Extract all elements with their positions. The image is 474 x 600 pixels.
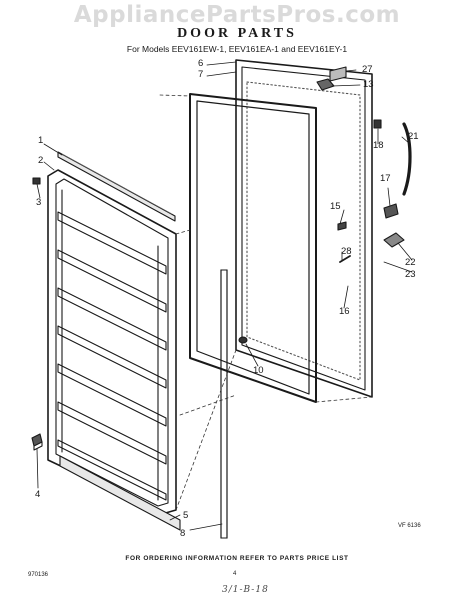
callout-17: 17 [380,173,391,184]
figure-code: VF 6136 [398,523,421,529]
part-10-plug [238,336,248,344]
part-13-bracket [316,66,347,91]
part-15-screw [337,221,347,231]
callout-27: 27 [362,64,373,75]
callout-2: 2 [38,155,44,166]
callout-5: 5 [183,510,189,521]
bottom-trim [59,455,181,531]
callout-4: 4 [35,489,41,500]
top-trim-strip [57,151,176,222]
page-number: 4 [233,571,237,577]
part-18-clip [373,119,382,129]
part-3-clip [32,177,41,185]
document-code: 970136 [28,572,49,578]
part-28-rod [339,255,351,263]
callout-22: 22 [405,257,416,268]
watermark-text: AppliancePartsPros.com [73,2,401,28]
callout-16: 16 [339,306,350,317]
model-list: For Models EEV161EW-1, EEV161EA-1 and EE… [126,44,348,54]
callout-10: 10 [253,365,264,376]
callout-8: 8 [180,528,186,539]
callout-6: 6 [198,58,204,69]
part-21-handle [402,122,412,196]
ordering-note: FOR ORDERING INFORMATION REFER TO PARTS … [125,555,349,562]
page-title: DOOR PARTS [177,26,297,41]
outer-door-panel [235,59,373,398]
projection-lines [159,94,373,511]
callout-18: 18 [373,140,384,151]
callout-15: 15 [330,201,341,212]
part-22-hinge [383,232,405,248]
callout-28: 28 [341,246,352,257]
callout-3: 3 [36,197,42,208]
handwritten-note: 3/1-B-18 [222,585,269,595]
leader-lines [36,61,413,531]
callout-7: 7 [198,69,204,80]
part-4-cap [31,433,43,451]
vertical-strip [220,269,228,539]
callout-13: 13 [363,79,374,90]
part-17-latch [383,203,399,219]
callout-23: 23 [405,269,416,280]
callout-1: 1 [38,135,44,146]
callout-21: 21 [408,131,419,142]
